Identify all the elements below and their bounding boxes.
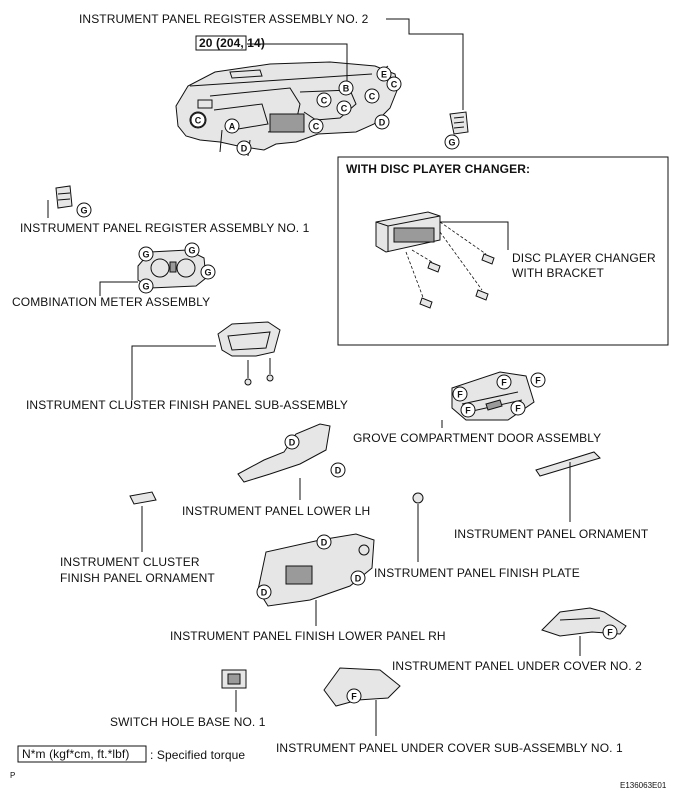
- svg-text:G: G: [188, 246, 195, 256]
- label-under-cover-no2: INSTRUMENT PANEL UNDER COVER NO. 2: [392, 659, 642, 673]
- svg-text:G: G: [448, 138, 455, 148]
- label-register-no1: INSTRUMENT PANEL REGISTER ASSEMBLY NO. 1: [20, 221, 310, 235]
- label-finish-lower-rh: INSTRUMENT PANEL FINISH LOWER PANEL RH: [170, 629, 446, 643]
- clip-marker-c: C: [364, 88, 380, 104]
- clip-marker-d: D: [374, 114, 390, 130]
- label-switch-hole-base: SWITCH HOLE BASE NO. 1: [110, 715, 266, 729]
- clip-marker-d: D: [236, 140, 252, 156]
- label-cluster-ornament-1: INSTRUMENT CLUSTER: [60, 555, 200, 569]
- svg-text:C: C: [341, 104, 348, 114]
- clip-marker-g: G: [200, 264, 216, 280]
- svg-text:D: D: [335, 466, 342, 476]
- clip-marker-c: C: [386, 76, 402, 92]
- clip-marker-g: G: [184, 242, 200, 258]
- figure-id: E136063E01: [620, 781, 667, 790]
- register-no1-drawing: [47, 185, 73, 218]
- cluster-ornament-drawing: [129, 491, 157, 505]
- label-panel-lower-lh: INSTRUMENT PANEL LOWER LH: [182, 504, 370, 518]
- clip-marker-f: F: [460, 402, 476, 418]
- svg-text:D: D: [289, 438, 296, 448]
- svg-text:C: C: [313, 122, 320, 132]
- svg-text:F: F: [457, 390, 463, 400]
- combination-meter-drawing: [137, 249, 207, 289]
- svg-text:D: D: [241, 144, 248, 154]
- disc-box-title: WITH DISC PLAYER CHANGER:: [346, 162, 530, 176]
- clip-marker-g: G: [76, 202, 92, 218]
- svg-text:G: G: [142, 282, 149, 292]
- clip-marker-a: A: [224, 118, 240, 134]
- svg-text:D: D: [261, 588, 268, 598]
- svg-text:F: F: [535, 376, 541, 386]
- svg-text:G: G: [142, 250, 149, 260]
- svg-text:G: G: [204, 268, 211, 278]
- svg-text:C: C: [391, 80, 398, 90]
- switch-hole-base-drawing: [221, 669, 247, 689]
- panel-ornament-drawing: [535, 451, 601, 477]
- clip-marker-f: F: [452, 386, 468, 402]
- svg-text:C: C: [321, 96, 328, 106]
- clip-marker-g: G: [444, 134, 460, 150]
- finish-lower-rh-drawing: [257, 533, 375, 607]
- register-no2-drawing: [449, 111, 469, 135]
- clip-marker-f: F: [602, 624, 618, 640]
- label-disc-player-2: WITH BRACKET: [512, 266, 604, 280]
- label-register-no2: INSTRUMENT PANEL REGISTER ASSEMBLY NO. 2: [79, 12, 369, 26]
- clip-marker-c: C: [308, 118, 324, 134]
- clip-marker-d: D: [256, 584, 272, 600]
- svg-text:B: B: [343, 84, 350, 94]
- clip-marker-c: C: [190, 112, 206, 128]
- torque-value: 20 (204, 14): [199, 36, 265, 50]
- svg-text:F: F: [515, 404, 521, 414]
- finish-plate-drawing: [412, 492, 424, 504]
- label-grove-compartment: GROVE COMPARTMENT DOOR ASSEMBLY: [353, 431, 601, 445]
- svg-text:G: G: [80, 206, 87, 216]
- svg-text:D: D: [321, 538, 328, 548]
- clip-marker-f: F: [346, 688, 362, 704]
- svg-text:C: C: [195, 116, 202, 126]
- clip-marker-d: D: [316, 534, 332, 550]
- clip-marker-c: C: [316, 92, 332, 108]
- clip-marker-g: G: [138, 246, 154, 262]
- panel-lower-lh-drawing: [237, 423, 331, 483]
- instrument-panel-drawing: [175, 61, 399, 157]
- label-combination-meter: COMBINATION METER ASSEMBLY: [12, 295, 210, 309]
- clip-marker-c: C: [336, 100, 352, 116]
- legend-text: : Specified torque: [150, 748, 245, 762]
- svg-text:F: F: [607, 628, 613, 638]
- label-panel-ornament: INSTRUMENT PANEL ORNAMENT: [454, 527, 649, 541]
- svg-text:F: F: [501, 378, 507, 388]
- cluster-finish-panel-drawing: [217, 321, 281, 386]
- svg-text:F: F: [351, 692, 357, 702]
- label-disc-player-1: DISC PLAYER CHANGER: [512, 251, 656, 265]
- clip-marker-g: G: [138, 278, 154, 294]
- clip-marker-d: D: [284, 434, 300, 450]
- clip-marker-f: F: [530, 372, 546, 388]
- clip-marker-f: F: [496, 374, 512, 390]
- label-cluster-finish-panel: INSTRUMENT CLUSTER FINISH PANEL SUB-ASSE…: [26, 398, 348, 412]
- legend-unit-box: N*m (kgf*cm, ft.*lbf): [22, 747, 129, 761]
- label-under-cover-sub: INSTRUMENT PANEL UNDER COVER SUB-ASSEMBL…: [276, 741, 623, 755]
- svg-text:F: F: [465, 406, 471, 416]
- disc-player-drawing: [375, 211, 495, 309]
- svg-text:C: C: [369, 92, 376, 102]
- svg-text:D: D: [379, 118, 386, 128]
- label-finish-plate: INSTRUMENT PANEL FINISH PLATE: [374, 566, 580, 580]
- clip-marker-f: F: [510, 400, 526, 416]
- clip-marker-d: D: [330, 462, 346, 478]
- clip-marker-b: B: [338, 80, 354, 96]
- svg-text:D: D: [355, 574, 362, 584]
- clip-marker-e: E: [376, 66, 392, 82]
- under-cover-sub-drawing: [323, 667, 401, 707]
- label-cluster-ornament-2: FINISH PANEL ORNAMENT: [60, 571, 215, 585]
- clip-marker-d: D: [350, 570, 366, 586]
- svg-text:E: E: [381, 70, 387, 80]
- svg-text:A: A: [229, 122, 236, 132]
- footer-left-mark: P: [10, 771, 15, 780]
